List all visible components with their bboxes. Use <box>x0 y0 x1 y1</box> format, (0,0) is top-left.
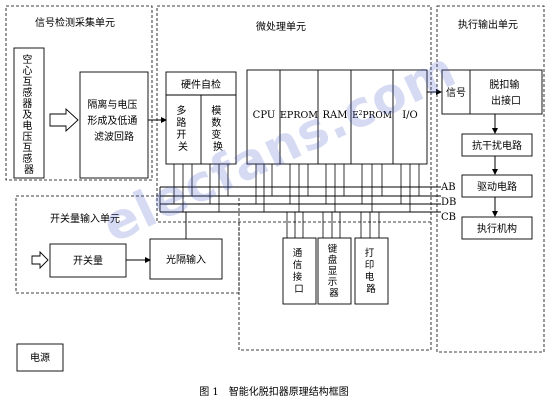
comm-interface-label: 通 信 接 口 <box>293 248 306 295</box>
sensor-block <box>13 47 45 179</box>
signal-label: 信号 <box>446 87 466 99</box>
anti-interference-label: 抗干扰电路 <box>472 139 522 152</box>
actuator-label: 执行机构 <box>477 222 517 235</box>
cpu-label: CPU <box>253 110 276 121</box>
output-unit-title: 执行输出单元 <box>458 18 518 31</box>
trip-output-block <box>441 69 543 115</box>
bus-cb-label: CB <box>441 212 456 223</box>
bus-ab-label: AB <box>440 182 456 193</box>
drive-block <box>461 174 533 198</box>
isolation-label: 隔离与电压 形成及低通 滤波回路 <box>87 98 140 143</box>
signal-unit-title: 信号检测采集单元 <box>35 16 115 29</box>
keyboard-display-label: 键 盘 显 示 器 <box>328 243 341 299</box>
isolation-block <box>79 71 149 179</box>
bus-db-label: DB <box>441 197 456 208</box>
actuator-block <box>461 216 533 240</box>
ram-label: RAM <box>323 110 348 121</box>
e2prom-label: E2PROM <box>352 110 392 122</box>
printer-label: 打 印 电 路 <box>365 247 378 295</box>
switch-unit-title: 开关量输入单元 <box>50 212 120 225</box>
system-bus <box>159 186 441 213</box>
figure-caption: 图 1 智能化脱扣器原理结构框图 <box>199 385 349 398</box>
eprom-label: EPROM <box>280 110 318 121</box>
keyboard-display-block <box>317 237 352 305</box>
cpu-group-block <box>246 69 428 165</box>
comm-interface-block <box>282 237 317 305</box>
drive-label: 驱动电路 <box>477 180 517 193</box>
switch-input-arrow <box>31 250 49 270</box>
mux-label: 多 路 开 关 <box>176 104 189 153</box>
sensor-arrow <box>49 107 79 133</box>
signal-unit-frame <box>5 5 153 181</box>
micro-unit-frame <box>156 5 432 223</box>
io-label: I/O <box>402 110 418 121</box>
bus-connection-arrows <box>173 164 420 212</box>
output-unit-frame <box>436 5 545 353</box>
switch-qty-label: 开关量 <box>73 254 103 267</box>
anti-interference-block <box>461 133 533 157</box>
printer-block <box>354 237 389 305</box>
hw-selfcheck-label: 硬件自检 <box>181 78 221 91</box>
adc-label: 模 数 变 换 <box>211 105 224 153</box>
peripheral-bus-drops <box>286 212 380 238</box>
power-label: 电源 <box>30 351 50 364</box>
micro-unit-title: 微处理单元 <box>256 20 306 33</box>
sensor-label: 空 心 互 感 器 及 电 压 互 感 器 <box>22 53 35 176</box>
trip-interface-label: 脱扣输 出接口 <box>489 78 522 107</box>
switch-unit-frame <box>15 195 240 294</box>
power-block <box>16 343 64 372</box>
optocoupler-label: 光隔输入 <box>166 253 206 266</box>
